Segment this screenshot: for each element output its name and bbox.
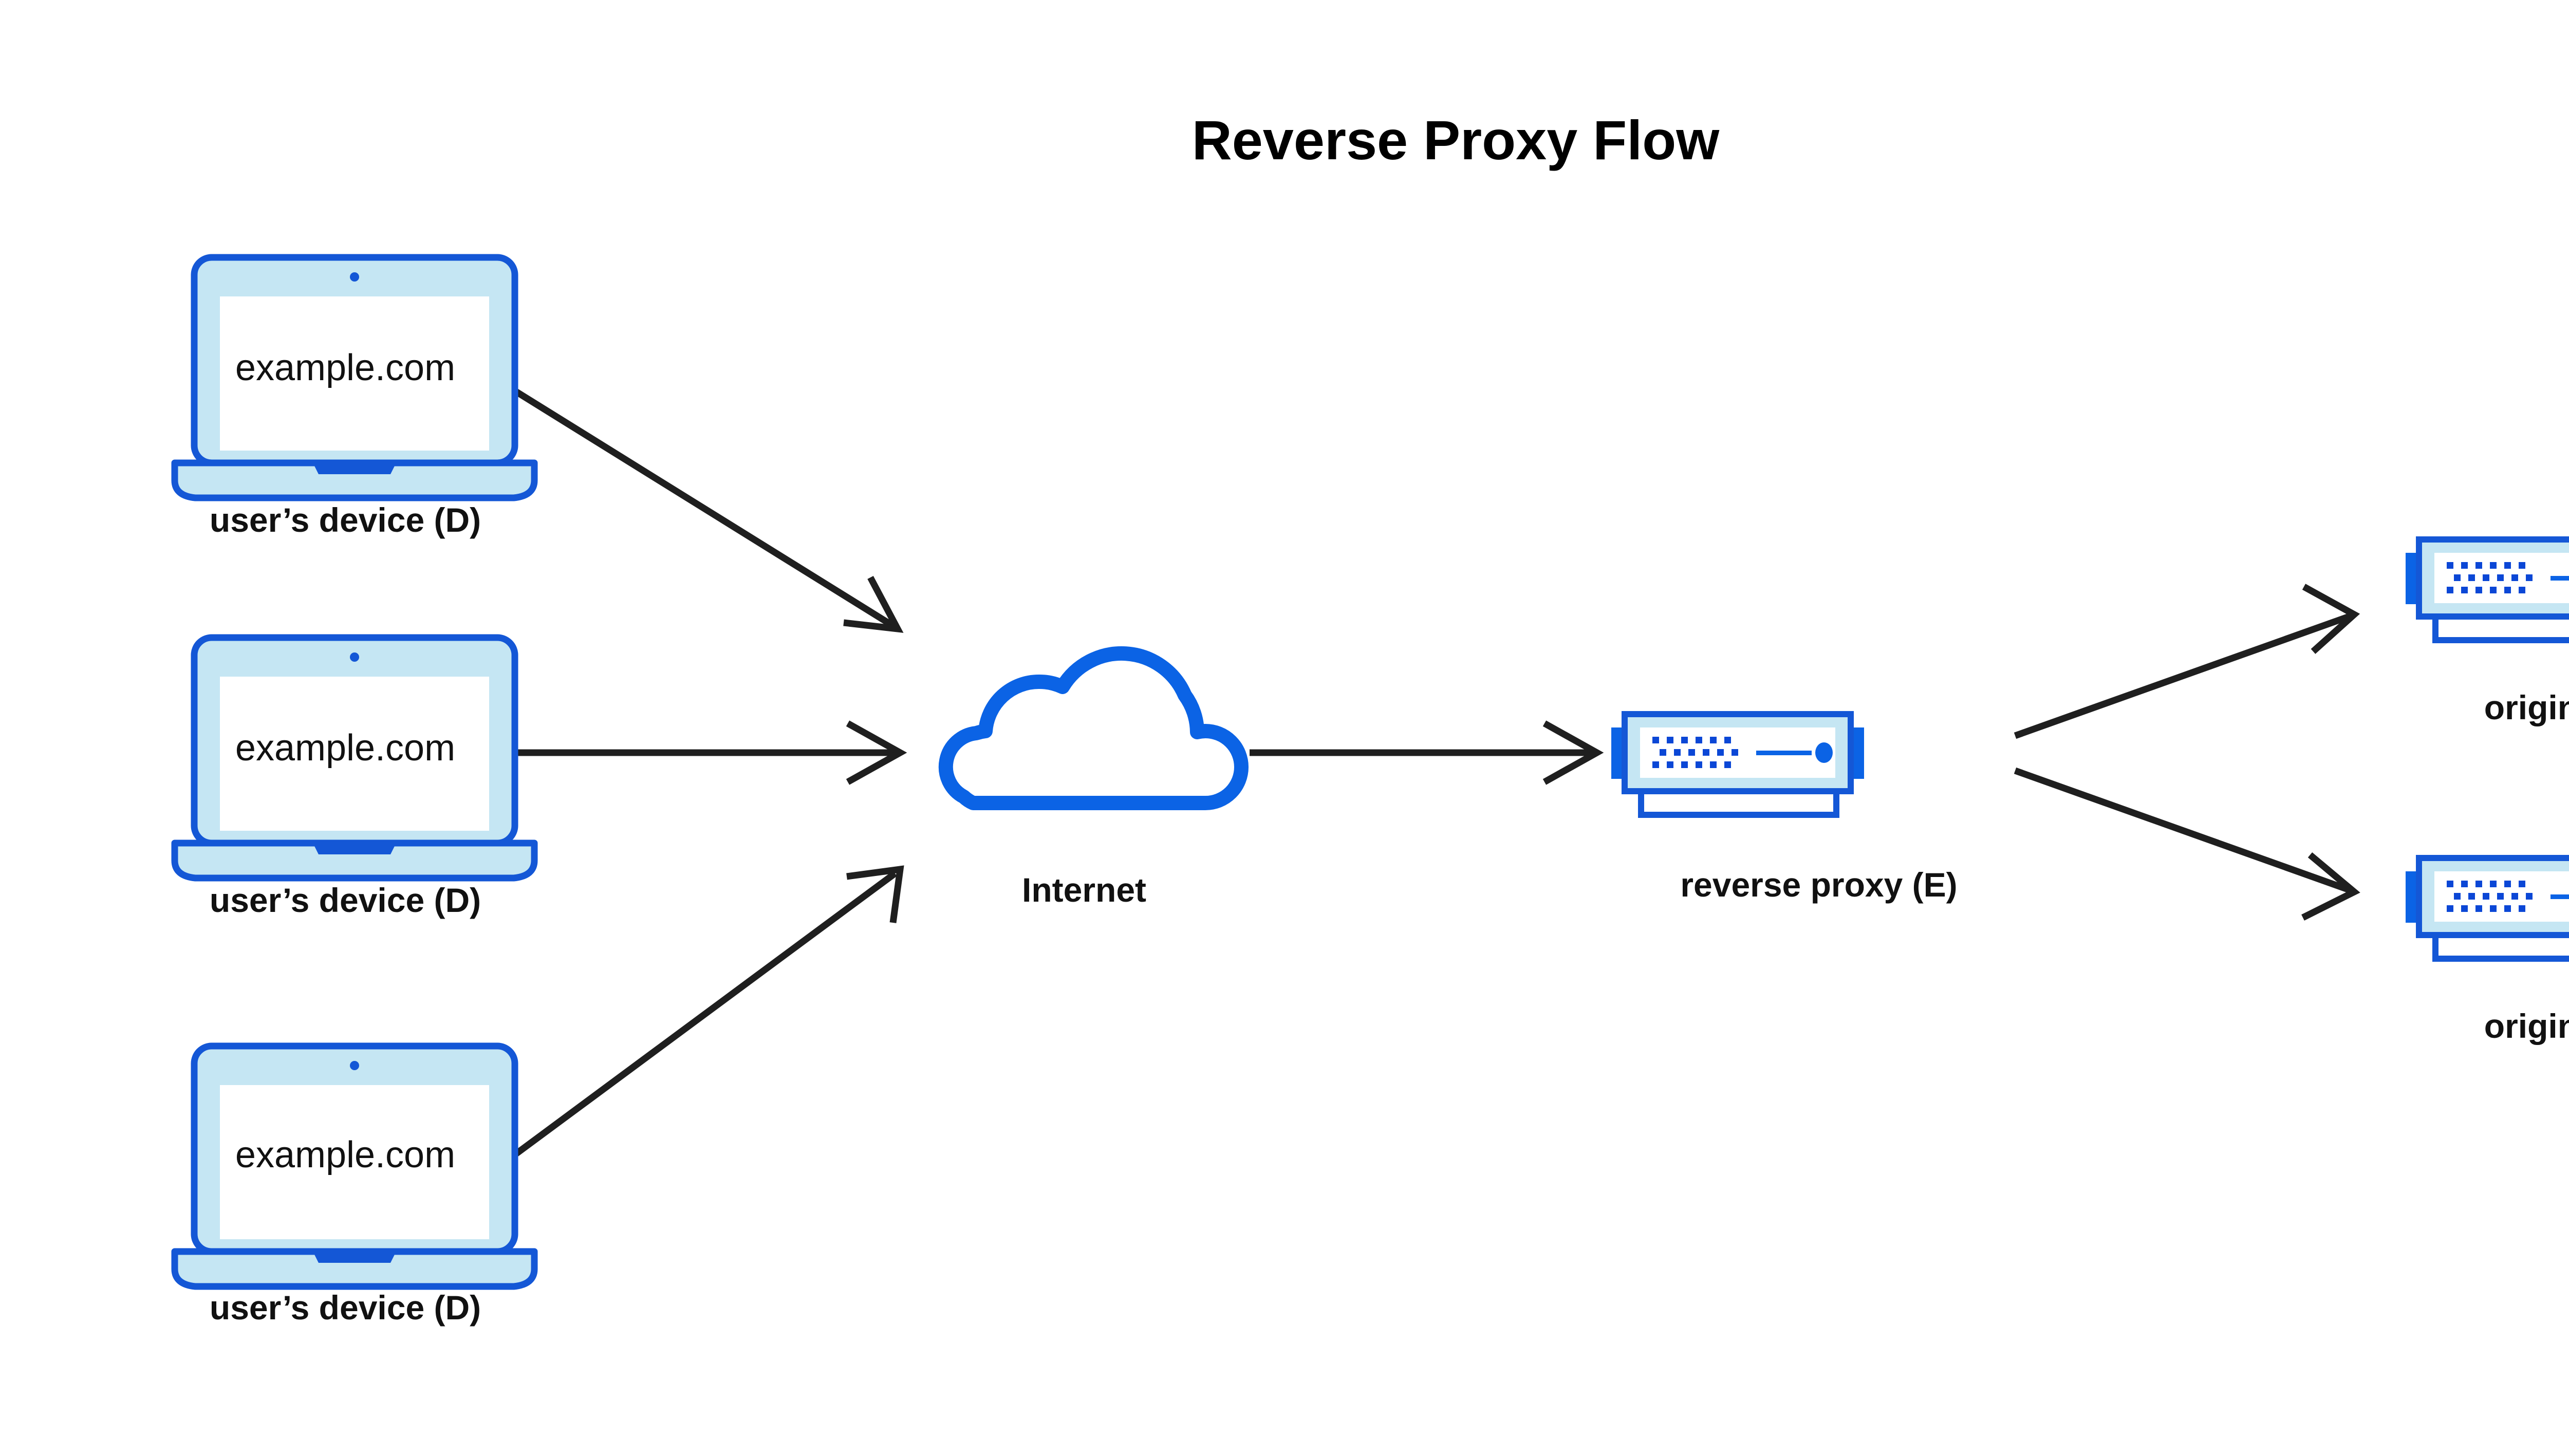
node-origin-server-bottom[interactable]: origin server (F)	[2406, 858, 2569, 1045]
page-title: Reverse Proxy Flow	[1192, 109, 1720, 171]
arrowhead-icon	[2301, 852, 2360, 921]
arrowhead-icon	[1542, 720, 1604, 785]
node-label: origin server (F)	[2484, 1007, 2569, 1045]
node-label: Internet	[1022, 871, 1146, 909]
edge-line	[2014, 613, 2351, 739]
edge-line	[510, 386, 895, 629]
edge-line	[510, 870, 897, 1160]
edge-proxy-to-origin-bottom	[2014, 767, 2360, 921]
node-user-device-top[interactable]: example.com user’s device (D)	[175, 257, 534, 539]
node-user-device-middle[interactable]: example.com user’s device (D)	[175, 638, 534, 919]
server-icon	[1611, 714, 1864, 815]
node-label: user’s device (D)	[210, 501, 481, 539]
edge-device-middle-to-internet	[512, 720, 907, 785]
device-screen-url: example.com	[235, 1134, 455, 1175]
node-origin-server-top[interactable]: origin server (F)	[2406, 539, 2569, 726]
arrowhead-icon	[846, 720, 907, 785]
node-user-device-bottom[interactable]: example.com user’s device (D)	[175, 1046, 534, 1327]
device-screen-url: example.com	[235, 347, 455, 388]
cloud-icon	[946, 654, 1241, 803]
edge-internet-to-proxy	[1250, 720, 1604, 785]
node-internet[interactable]: Internet	[946, 654, 1241, 909]
node-label: origin server (F)	[2484, 688, 2569, 726]
server-icon	[2406, 858, 2569, 959]
node-reverse-proxy[interactable]: reverse proxy (E)	[1611, 714, 1958, 904]
arrowhead-icon	[846, 865, 904, 923]
arrowhead-icon	[2302, 584, 2360, 654]
arrowhead-icon	[843, 575, 904, 633]
edge-line	[2014, 767, 2351, 893]
edge-proxy-to-origin-top	[2014, 584, 2360, 739]
server-icon	[2406, 539, 2569, 640]
node-label: reverse proxy (E)	[1680, 866, 1957, 904]
edge-device-bottom-to-internet	[510, 865, 904, 1160]
node-label: user’s device (D)	[210, 1289, 481, 1327]
edge-device-top-to-internet	[510, 386, 904, 633]
device-screen-url: example.com	[235, 727, 455, 769]
node-label: user’s device (D)	[210, 881, 481, 919]
